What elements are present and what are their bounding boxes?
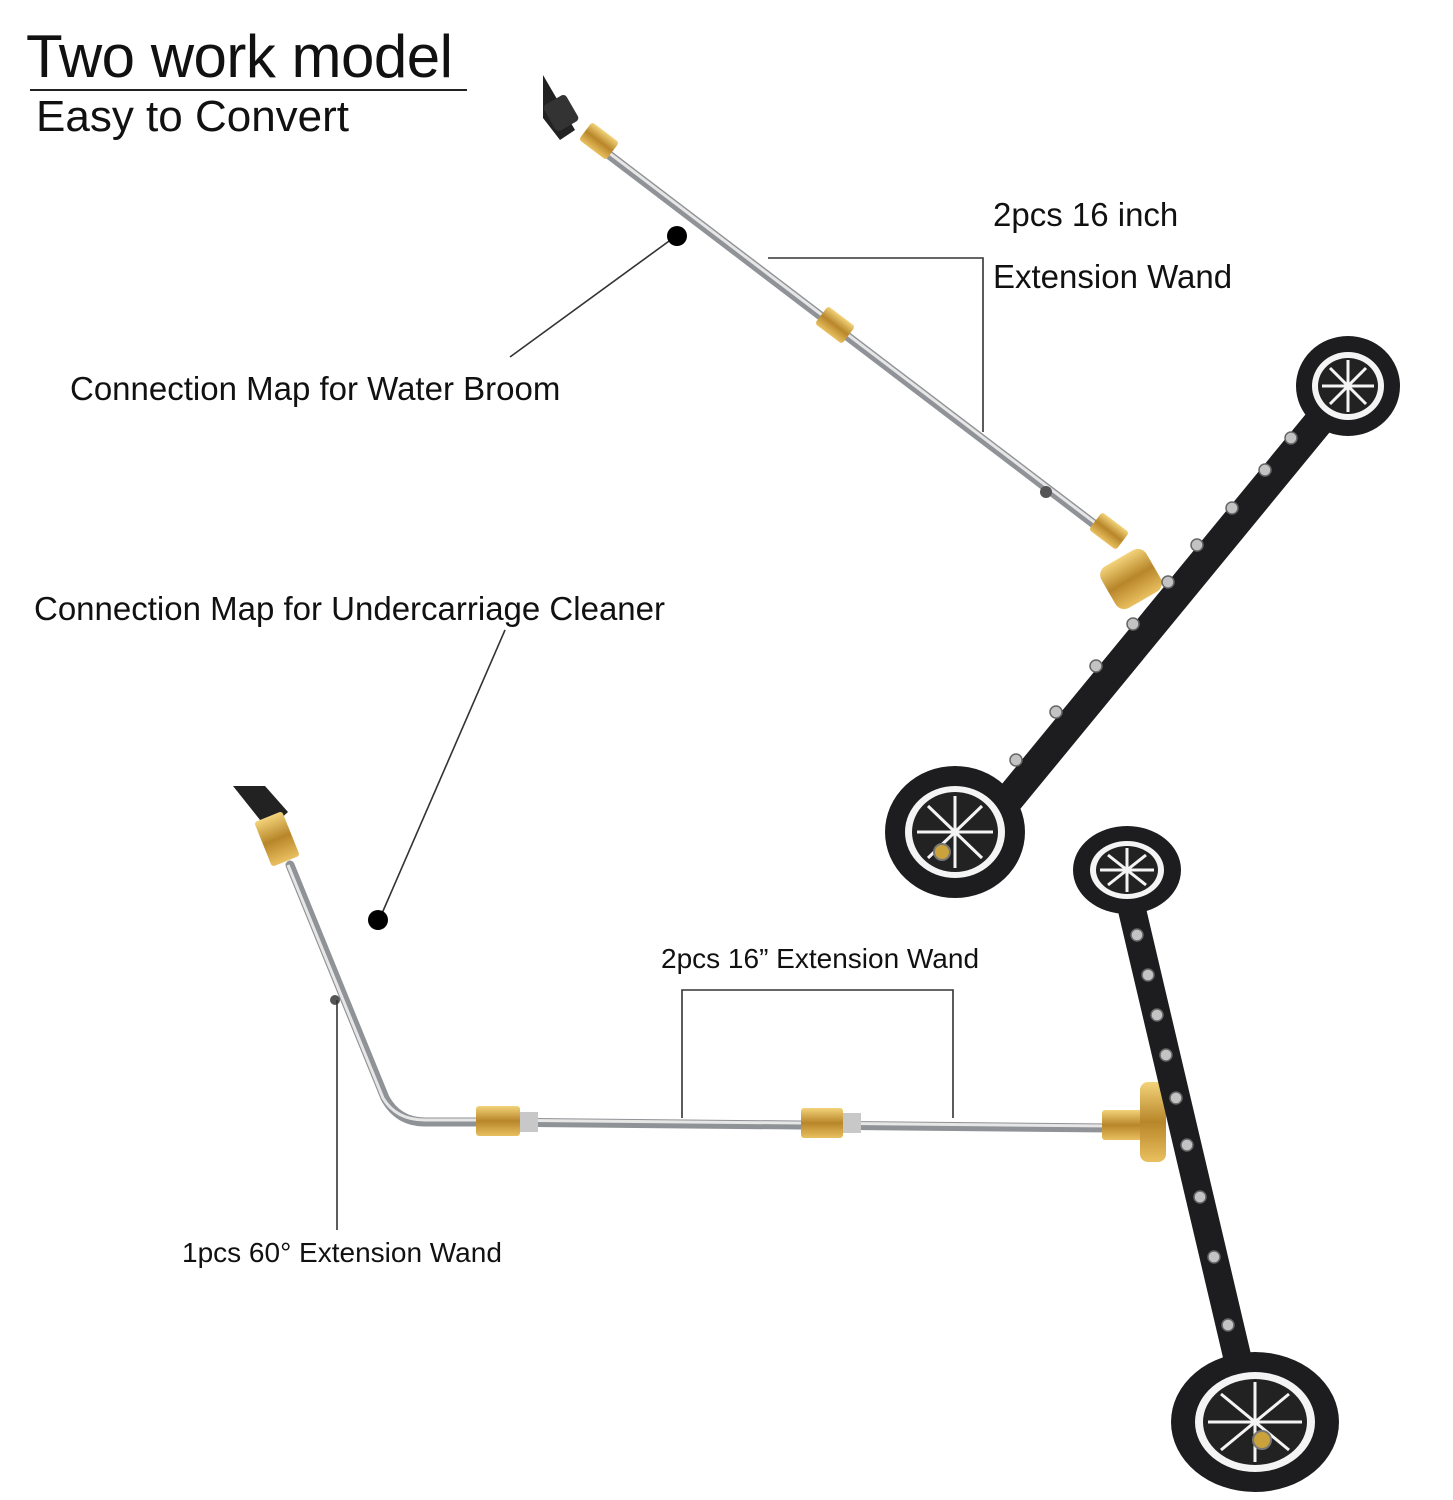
- hose-ferrule-top: [543, 94, 579, 132]
- undercarriage-assembly: [233, 786, 1339, 1492]
- broom-nozzles: [1130, 928, 1235, 1332]
- label-wand-top-quantity: 2pcs 16 inch: [993, 196, 1179, 233]
- brass-coupler: [580, 123, 618, 159]
- label-undercarriage: Connection Map for Undercarriage Cleaner: [34, 590, 665, 627]
- extension-wand-top: [595, 143, 1120, 545]
- steel-nipple: [520, 1112, 538, 1132]
- leader-lines: [336, 235, 984, 1230]
- steel-nipple: [843, 1113, 861, 1133]
- leader-wand-top: [768, 257, 984, 432]
- broom-bar: [1111, 866, 1259, 1404]
- leader-wand-bottom: [681, 989, 954, 1118]
- leader-undercarriage: [379, 629, 506, 919]
- brass-coupler: [255, 812, 299, 866]
- subtitle: Easy to Convert: [36, 92, 350, 141]
- label-wand-bottom: 2pcs 16” Extension Wand: [661, 943, 980, 974]
- brass-coupler: [476, 1106, 520, 1136]
- brass-coupler: [1090, 513, 1128, 549]
- leader-water-broom: [509, 235, 677, 358]
- brass-coupler: [816, 307, 854, 343]
- angled-extension-wand: [285, 860, 485, 1127]
- extension-wand-bottom: [479, 1117, 1111, 1133]
- pointer-dot: [667, 226, 687, 246]
- label-angle-wand: 1pcs 60° Extension Wand: [182, 1237, 502, 1268]
- brass-coupler: [1102, 1110, 1146, 1140]
- wheel: [1073, 826, 1181, 914]
- water-broom-assembly: [543, 75, 1400, 898]
- label-water-broom: Connection Map for Water Broom: [70, 370, 561, 407]
- brass-swivel: [1100, 548, 1162, 610]
- label-wand-top-name: Extension Wand: [993, 258, 1233, 295]
- title: Two work model: [26, 23, 453, 90]
- pointer-dot: [368, 910, 388, 930]
- wheel: [885, 766, 1025, 898]
- wheel: [1296, 336, 1400, 436]
- brass-swivel: [1140, 1082, 1166, 1162]
- broom-bar: [985, 375, 1360, 825]
- title-underline: [30, 89, 467, 91]
- brass-coupler: [801, 1108, 843, 1138]
- wheel: [1171, 1352, 1339, 1492]
